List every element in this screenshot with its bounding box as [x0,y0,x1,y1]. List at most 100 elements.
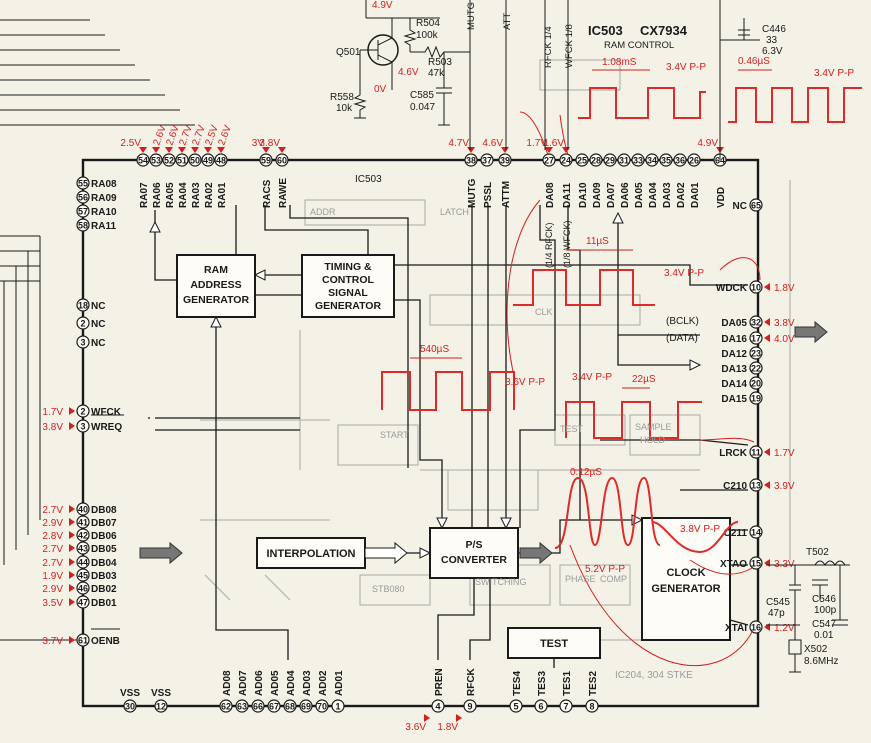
pin-vss-12: 12 [154,699,168,713]
c446-value2: 6.3V [762,46,783,57]
pin-rfck-9: 9 [463,699,477,713]
left-pin-name: RA08 [91,179,117,190]
top-pin-name: DA08 [545,182,556,208]
pin-number: 55 [78,179,88,189]
left-external-lines [0,19,195,641]
pin-number: 9 [467,702,472,712]
voltage-marker [764,559,770,567]
left-pin-name: OENB [91,636,120,647]
chip-part: CX7934 [640,23,688,38]
pin-number: 22 [751,364,761,374]
voltage-marker [501,147,509,153]
pin-number: 58 [78,221,88,231]
pin-ra03-50: 50 [188,153,202,167]
pin-number: 46 [78,584,88,594]
waveforms [381,69,862,666]
pin-da11-24: 24 [559,153,573,167]
ghost-stb080: STB080 [372,584,405,594]
top-pin-name: RA01 [217,182,228,208]
bottom-pin-name: AD02 [318,670,329,696]
voltage-label: 4.7V [448,138,469,149]
c545-label: C545 [766,597,790,608]
right-pin-name: DA05 [721,318,747,329]
pin-ad04-68: 68 [283,699,297,713]
right-pin-name: DA16 [721,334,747,345]
voltage-label: 2.7V [42,544,63,555]
static-labels: IC503 CX7934 RAM CONTROL IC503 RFCK 1/4 … [310,0,854,681]
top-pin-name: VDD [716,187,727,208]
timing-line1: TIMING & [324,261,372,273]
right-pin-name: DA12 [721,349,747,360]
voltage-label: 2.5V [120,138,141,149]
voltage-label: 1.2V [774,623,795,634]
q501-label: Q501 [336,47,361,58]
ghost-addr: ADDR [310,207,336,217]
pin-tes2-8: 8 [585,699,599,713]
voltage-marker [69,518,75,526]
voltage-marker [69,584,75,592]
pointer-6 [569,544,753,666]
voltage-label: 3.7V [42,636,63,647]
voltage-label: 1.7V [774,448,795,459]
voltage-marker [764,318,770,326]
bottom-pin-name: AD03 [302,670,313,696]
pin-number: 23 [751,349,761,359]
waveform-2 [728,87,862,123]
clock-generator-block: CLOCK GENERATOR [641,517,731,641]
top-pin-name: RA03 [191,182,202,208]
pin-lrck-11: 11 [749,445,763,459]
pin-ad08-62: 62 [219,699,233,713]
pin-number: 69 [301,702,311,712]
top-pin-name: DA05 [634,182,645,208]
bottom-pin-name: AD04 [286,670,297,696]
pin-nc-65: 65 [749,198,763,212]
top-pin-name: RA05 [165,182,176,208]
pin-number: 4 [435,702,440,712]
voltage-marker [69,407,75,415]
voltage-label: 1.9V [42,571,63,582]
pin-number: 52 [164,156,174,166]
q501-cluster [353,0,760,160]
top-pin-name: DA01 [690,182,701,208]
pin-ad07-63: 63 [235,699,249,713]
voltage-label: 3.5V [42,598,63,609]
voltage-marker [424,714,430,722]
bottom-pin-name: AD07 [238,670,249,696]
voltage-marker [262,147,270,153]
pin-number: 63 [237,702,247,712]
c585-label: C585 [410,90,434,101]
pin-number: 56 [78,193,88,203]
right-pin-name: DA15 [721,394,747,405]
waveform-5 [565,401,702,439]
pin-c210-13: 13 [749,478,763,492]
pin-pren-4: 4 [431,699,445,713]
left-pin-name: RA09 [91,193,117,204]
left-pin-name: DB05 [91,544,117,555]
interpolation-block: INTERPOLATION [256,537,366,569]
c545-value: 47p [768,608,785,619]
voltage-marker [467,147,475,153]
left-pin-name: DB04 [91,558,117,569]
pointer-3 [719,257,761,281]
labels-layer: RA072.5VRA062.6VRA052.6VRA042.7VRA032.7V… [42,124,794,733]
pin-number: 29 [605,156,615,166]
ram-address-generator-block: RAM ADDRESS GENERATOR [176,254,256,318]
pin-number: 42 [78,531,88,541]
pin-da01-26: 26 [687,153,701,167]
test-block: TEST [507,627,601,659]
right-pin-name: C210 [723,481,747,492]
voltage-marker [69,422,75,430]
voltage-marker [764,623,770,631]
pin-xtai-16: 16 [749,620,763,634]
wf5-time: 22µS [632,374,656,385]
pin-xtao-15: 15 [749,556,763,570]
ps-line2: CONVERTER [441,554,507,566]
wf2-amp: 3.4V P-P [814,68,854,79]
pin-ad06-66: 66 [251,699,265,713]
pin-nc-18: 18 [76,298,90,312]
c585-value: 0.047 [410,102,435,113]
pin-pssl-37: 37 [480,153,494,167]
pin-number: 10 [751,283,761,293]
voltage-label: 3.8V [42,422,63,433]
